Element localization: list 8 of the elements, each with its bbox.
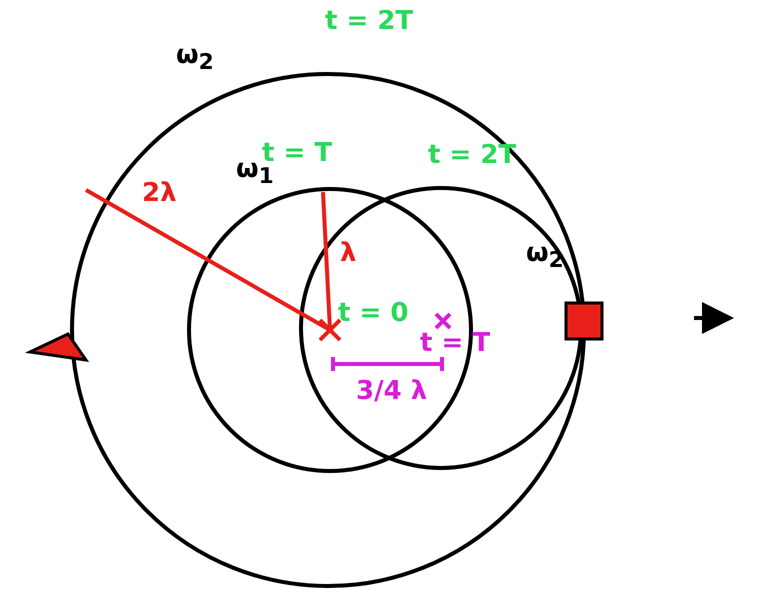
wave-label: t = T [420,330,490,356]
wave-label: 3/4 λ [356,378,428,404]
wave-label: t = 2T [325,8,414,34]
wave-label: ω$_{2}$ [176,42,214,74]
wave-label: t = 2T [428,142,516,168]
wave-label: 2λ [142,180,177,206]
wave-label: t = 0 [338,300,408,326]
wave-label: λ [340,240,356,266]
